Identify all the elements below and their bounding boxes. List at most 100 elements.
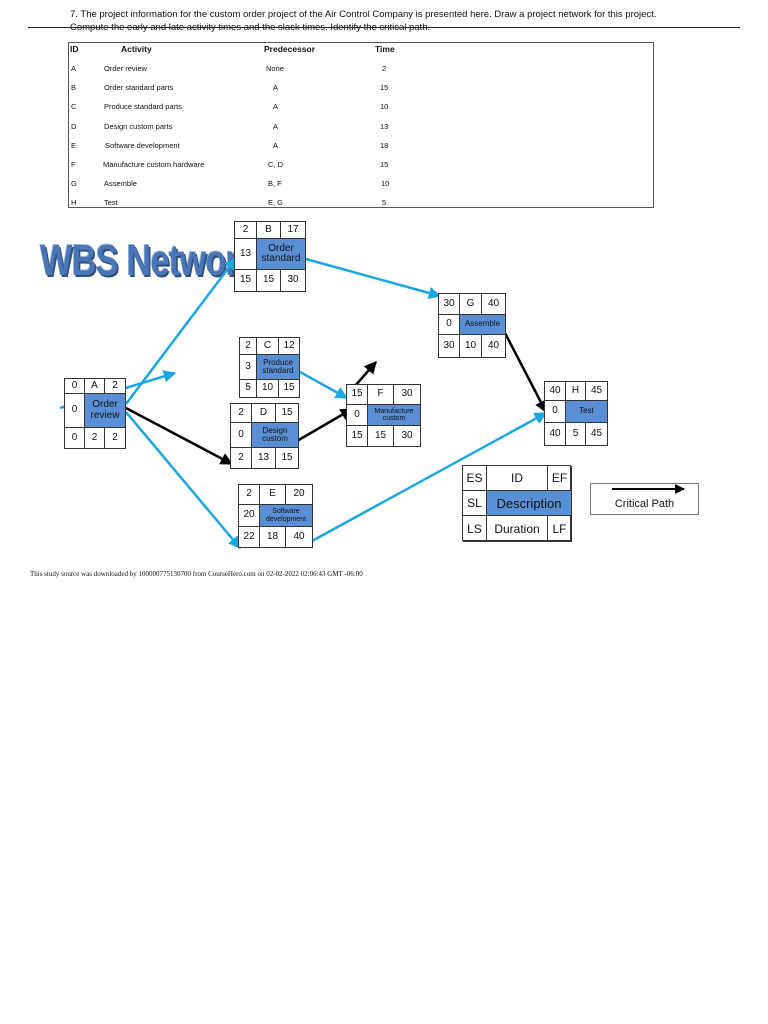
node-c-sl: 3 — [240, 355, 257, 380]
row-d-time: 13 — [380, 122, 389, 131]
node-a-desc: Order review — [85, 394, 125, 428]
legend-duration: Duration — [487, 516, 548, 542]
question-line-1: 7. The project information for the custo… — [70, 9, 657, 20]
network-arrows — [59, 257, 685, 549]
col-header-activity: Activity — [121, 44, 152, 54]
legend-sl: SL — [463, 491, 487, 516]
node-f-desc: Manufacture custom — [368, 405, 420, 426]
node-d-ls: 2 — [231, 448, 252, 468]
node-b-es: 2 — [235, 222, 257, 239]
node-h-es: 40 — [545, 382, 566, 401]
node-e-desc: Software development — [260, 505, 312, 527]
row-f-id: F — [71, 160, 76, 169]
node-g-id: G — [460, 294, 482, 315]
row-g-time: 10 — [381, 179, 390, 188]
node-b-desc: Order standard — [257, 239, 305, 270]
node-d: 2 D 15 0 Design custom 2 13 15 — [230, 403, 299, 469]
node-c-es: 2 — [240, 338, 257, 355]
legend-id: ID — [487, 466, 548, 491]
node-c-ef: 12 — [279, 338, 299, 355]
node-e-lf: 40 — [293, 530, 305, 542]
node-e-ef: 20 — [286, 485, 312, 505]
node-b-lf: 30 — [287, 274, 299, 286]
legend-ls: LS — [463, 516, 487, 542]
row-e-time: 18 — [380, 141, 389, 150]
node-h-id: H — [566, 382, 586, 401]
node-c-ls: 5 — [240, 380, 257, 397]
legend-lf: LF — [548, 516, 572, 542]
node-b-dur: 15 — [257, 270, 281, 291]
node-g-desc: Assemble — [460, 315, 505, 335]
node-a-es: 0 — [65, 379, 85, 394]
node-a-id: A — [85, 379, 105, 394]
node-e-es: 2 — [239, 485, 260, 505]
row-h-activity: Test — [104, 198, 118, 207]
row-f-pred: C, D — [268, 160, 283, 169]
row-a-activity: Order review — [104, 64, 147, 73]
node-f-ef: 30 — [394, 385, 420, 405]
node-h: 40 H 45 0 Test 40 5 45 — [544, 381, 608, 446]
node-c-desc: Produce standard — [257, 355, 299, 380]
node-e-ls: 22 — [239, 527, 260, 547]
row-b-time: 15 — [380, 83, 389, 92]
node-a: 0 A 2 0 Order review 0 2 2 — [64, 378, 126, 449]
row-h-time: 5 — [382, 198, 387, 207]
row-h-id: H — [71, 198, 77, 207]
node-g-es: 30 — [439, 294, 460, 315]
node-d-sl: 0 — [231, 423, 252, 448]
row-c-activity: Produce standard parts — [104, 102, 182, 111]
node-f-id: F — [368, 385, 394, 405]
node-d-ef: 15 — [276, 404, 298, 423]
row-c-time: 10 — [380, 102, 389, 111]
node-b-id: B — [257, 222, 281, 239]
node-a-ef: 2 — [105, 379, 125, 394]
row-d-pred: A — [273, 122, 279, 131]
col-header-id: ID — [70, 44, 79, 54]
source-note: This study source was downloaded by 1000… — [30, 570, 363, 578]
row-f-time: 15 — [380, 160, 389, 169]
node-h-lf: 45 — [590, 427, 603, 439]
node-e: 2 E 20 20 Software development 22 18 40 — [238, 484, 313, 548]
node-a-ls: 0 — [65, 428, 85, 448]
row-e-pred: A — [273, 141, 279, 150]
arrow-g-h — [503, 332, 548, 414]
node-f: 15 F 30 0 Manufacture custom 15 15 30 — [346, 384, 421, 447]
critical-path-legend: Critical Path — [590, 483, 699, 515]
row-g-id: G — [71, 179, 77, 188]
row-h-pred: E, G — [268, 198, 284, 207]
node-g-ls: 30 — [439, 335, 460, 357]
node-g: 30 G 40 0 Assemble 30 10 40 — [438, 293, 506, 358]
row-e-id: E — [71, 141, 77, 150]
row-a-pred: None — [266, 64, 284, 73]
arrow-a-e — [125, 411, 241, 549]
node-c: 2 C 12 3 Produce standard 5 10 15 — [239, 337, 300, 398]
node-f-dur: 15 — [368, 426, 394, 446]
node-f-lf: 30 — [401, 429, 413, 441]
row-a-time: 2 — [382, 64, 387, 73]
legend-description: Description — [487, 491, 572, 516]
arrow-a-b — [125, 257, 237, 405]
legend-es: ES — [463, 466, 487, 491]
node-f-es: 15 — [347, 385, 368, 405]
activity-table: ID Activity Predecessor Time A Order rev… — [68, 42, 654, 208]
row-e-activity: Software development — [105, 141, 180, 150]
node-f-ls: 15 — [347, 426, 368, 446]
node-f-sl: 0 — [347, 405, 368, 426]
row-a-id: A — [71, 64, 77, 73]
node-b: 2 B 17 13 Order standard 15 15 30 — [234, 221, 306, 292]
node-h-ls: 40 — [545, 423, 566, 445]
node-g-dur: 10 — [460, 335, 482, 357]
node-c-id: C — [257, 338, 279, 355]
node-h-desc: Test — [566, 401, 607, 423]
node-b-sl: 13 — [235, 239, 257, 270]
row-b-activity: Order standard parts — [104, 83, 174, 92]
node-c-dur: 10 — [257, 380, 279, 397]
row-d-activity: Design custom parts — [104, 122, 173, 131]
arrow-a-d — [125, 406, 234, 466]
col-header-time: Time — [375, 44, 395, 54]
critical-path-label: Critical Path — [614, 498, 675, 510]
arrow-d-f — [296, 407, 354, 443]
row-c-pred: A — [273, 102, 279, 111]
node-d-es: 2 — [231, 404, 252, 423]
row-f-activity: Manufacture custom hardware — [103, 160, 205, 169]
